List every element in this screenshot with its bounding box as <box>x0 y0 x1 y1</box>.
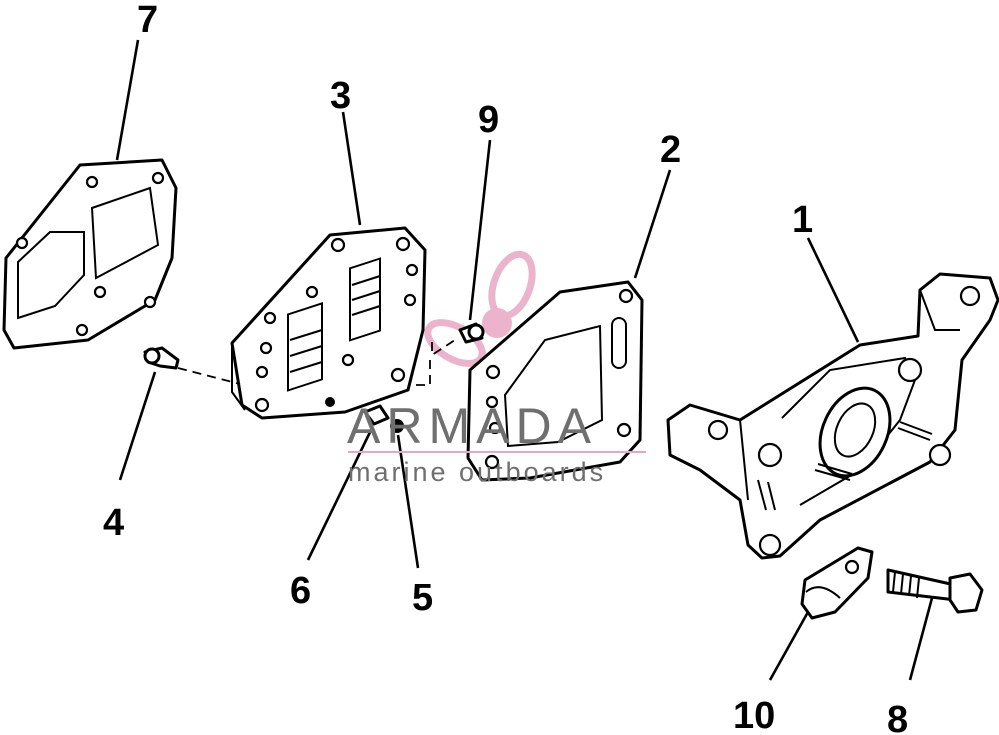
callout-6: 6 <box>290 570 311 612</box>
callout-4: 4 <box>103 502 124 544</box>
callout-8: 8 <box>887 699 908 735</box>
callout-7: 7 <box>137 0 158 41</box>
callout-1: 1 <box>792 199 813 241</box>
callout-5: 5 <box>412 577 433 619</box>
screw-part-9 <box>458 322 485 344</box>
assembly-line-9 <box>431 337 459 357</box>
assembly-line-3 <box>410 360 431 386</box>
gasket-part-7 <box>2 158 178 350</box>
bolt-part-8 <box>886 568 984 614</box>
callout-3: 3 <box>330 75 351 117</box>
bushing-part-6 <box>363 404 390 426</box>
screw-part-4 <box>143 346 180 370</box>
callout-2: 2 <box>660 129 681 171</box>
intake-manifold-part-1 <box>666 272 999 560</box>
reed-plate-part-3 <box>230 226 427 420</box>
callout-9: 9 <box>478 99 499 141</box>
clamp-part-10 <box>800 546 874 620</box>
assembly-line-4 <box>177 367 241 385</box>
callout-10: 10 <box>733 695 775 735</box>
watermark-subtitle: marine outboards <box>348 457 606 487</box>
ball-part-5 <box>390 419 404 433</box>
watermark-title: ARMADA <box>347 398 597 454</box>
leader-lines <box>115 39 934 681</box>
